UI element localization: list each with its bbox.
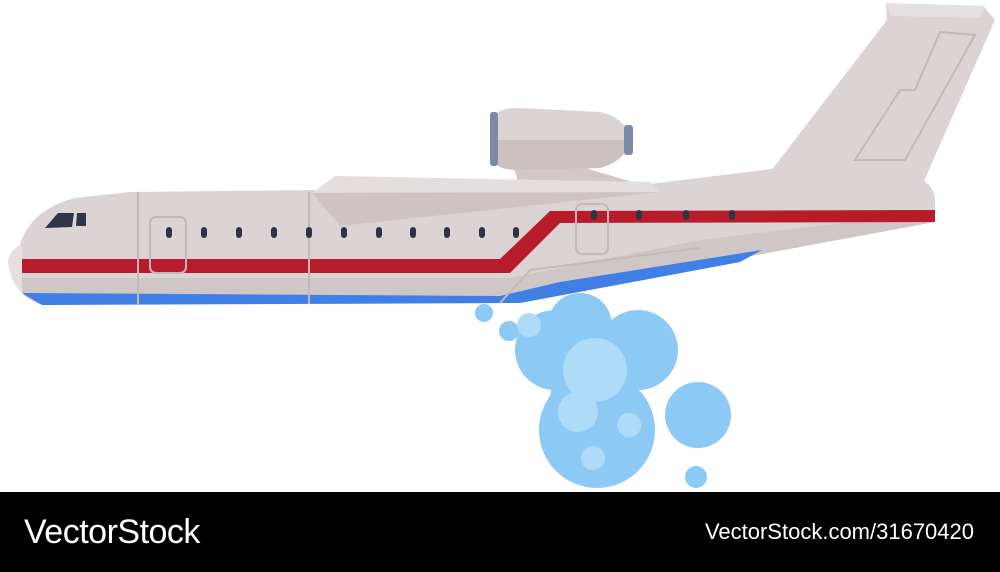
firefighting-water-bomber-plane-icon (8, 3, 995, 305)
belly-stripe (22, 250, 762, 305)
cockpit-window (45, 213, 74, 228)
engine (490, 108, 660, 190)
brand-logo: VectorStock (24, 513, 200, 551)
cheat-line-stripe (20, 210, 935, 273)
illustration (8, 3, 995, 488)
tail-fin (770, 3, 995, 195)
passenger-windows (166, 210, 735, 238)
rear-door (575, 203, 609, 255)
water-splash-icon (475, 293, 731, 488)
watermark-footer: VectorStock VectorStock.com/31670420 (0, 492, 1000, 572)
front-door (149, 216, 187, 274)
image-credit: VectorStock.com/31670420 (704, 519, 974, 544)
